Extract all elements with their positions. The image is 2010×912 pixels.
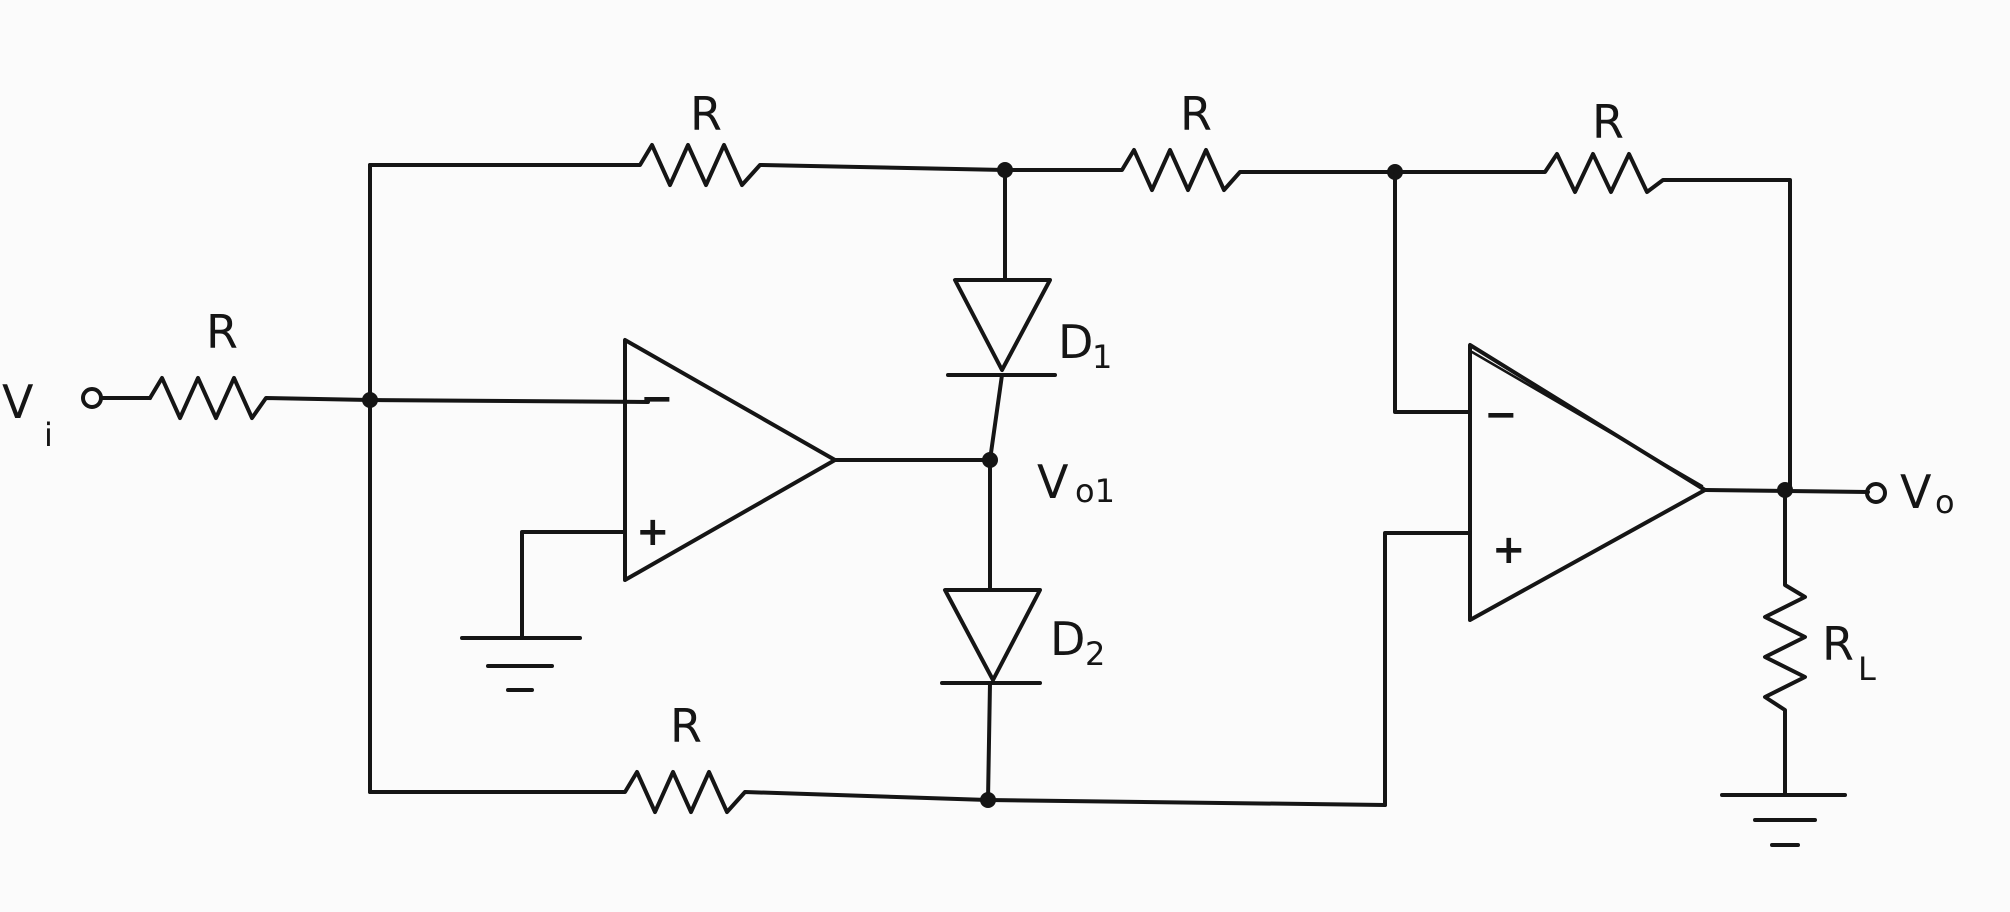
ground-1-icon xyxy=(460,636,582,692)
output-terminal xyxy=(1865,482,1887,504)
junction-summing-node xyxy=(362,392,378,408)
top-feedback-resistor-label: R xyxy=(690,87,722,141)
diode-d2 xyxy=(940,458,1042,802)
opamp-1-noninverting-sign: + xyxy=(636,509,670,555)
bottom-feedback-resistor xyxy=(368,770,990,814)
diode-d1 xyxy=(946,168,1057,462)
summing-node-wires xyxy=(368,163,650,794)
output-feedback-resistor-label: R xyxy=(1592,95,1624,149)
vo1-subscript: o1 xyxy=(1075,472,1115,510)
output-feedback-resistor xyxy=(1393,152,1792,492)
d1-subscript: 1 xyxy=(1092,338,1112,376)
top-feedback-resistor xyxy=(368,143,1007,187)
opamp-1-inverting-sign: − xyxy=(640,376,674,422)
vo-subscript: o xyxy=(1935,483,1955,521)
input-resistor-label: R xyxy=(206,305,238,359)
vo-label: V xyxy=(1900,465,1932,519)
bottom-feedback-resistor-label: R xyxy=(670,699,702,753)
middle-resistor xyxy=(1003,148,1397,192)
input-terminal xyxy=(81,387,152,409)
rl-label: R xyxy=(1822,617,1854,671)
opamp-1-ground-connection xyxy=(520,530,627,640)
opamp-1 xyxy=(623,338,837,582)
d2-label: D xyxy=(1050,612,1085,666)
vi-label: V xyxy=(2,375,34,429)
opamp-2-inverting-sign: − xyxy=(1484,392,1518,438)
middle-resistor-label: R xyxy=(1180,87,1212,141)
d1-label: D xyxy=(1058,315,1093,369)
vo1-label: V xyxy=(1037,455,1069,509)
opamp-2-noninverting-sign: + xyxy=(1492,527,1526,573)
load-resistor xyxy=(1763,488,1807,797)
bottom-wire-to-opamp-2 xyxy=(986,798,1387,807)
vi-subscript: i xyxy=(44,416,53,454)
rl-subscript: L xyxy=(1858,650,1876,688)
opamp-2 xyxy=(1468,343,1707,622)
ground-2-icon xyxy=(1720,793,1847,847)
input-resistor xyxy=(148,376,372,420)
d2-subscript: 2 xyxy=(1085,635,1105,673)
opamp-2-input-wires xyxy=(1383,170,1472,807)
